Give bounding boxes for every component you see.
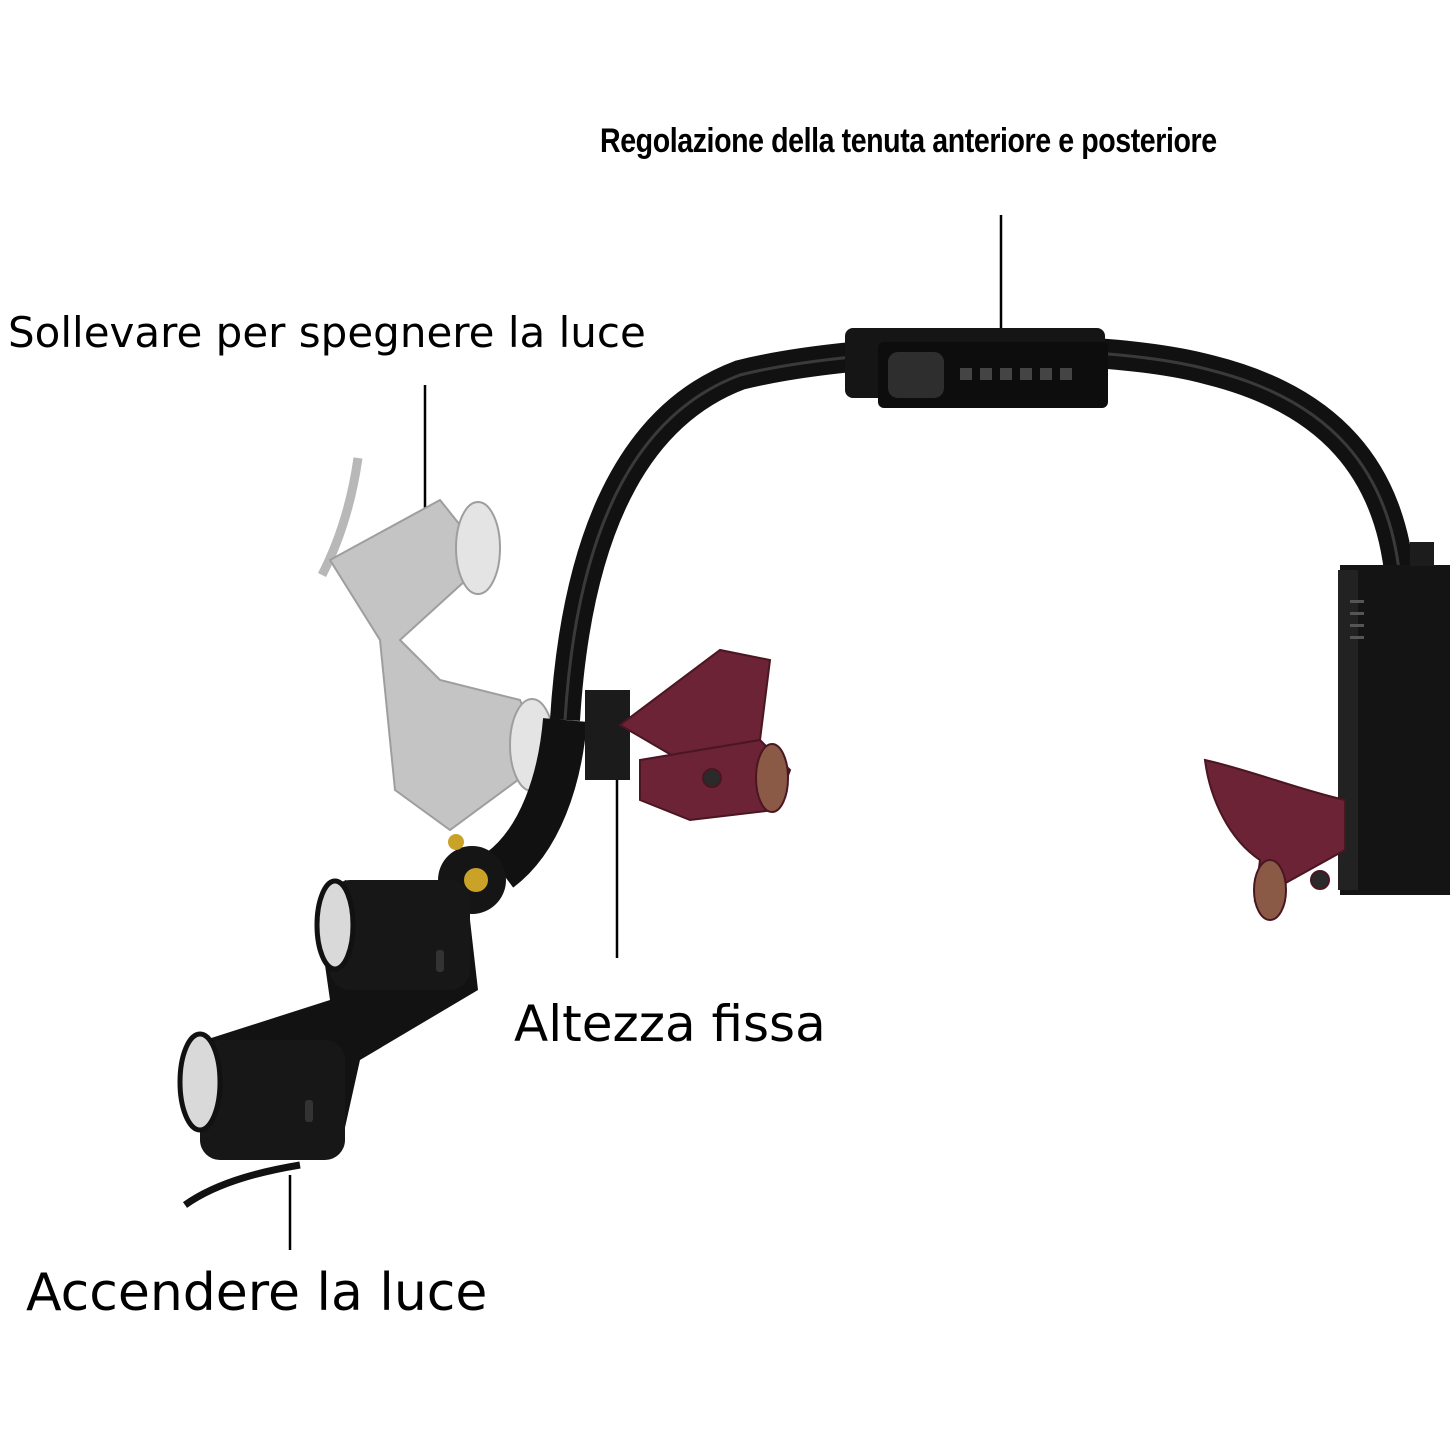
upper-lens — [314, 878, 356, 972]
label-tightness-adjustment: Regolazione della tenuta anteriore e pos… — [600, 122, 1217, 160]
raised-light-ghost — [317, 457, 555, 832]
lowered-light — [177, 878, 478, 1208]
headband-frame — [486, 328, 1450, 895]
power-cable — [182, 1161, 301, 1208]
leather-pad-right — [1203, 758, 1346, 921]
label-turn-on-light: Accendere la luce — [26, 1263, 488, 1323]
battery-box — [1340, 565, 1450, 895]
brass-screw — [464, 868, 488, 892]
leather-pad-left — [618, 648, 792, 822]
label-lift-to-turn-off: Sollevare per spegnere la luce — [8, 308, 646, 357]
label-fixed-height: Altezza fissa — [514, 995, 826, 1053]
adjuster-knob — [888, 352, 944, 398]
lower-lens — [177, 1031, 223, 1133]
